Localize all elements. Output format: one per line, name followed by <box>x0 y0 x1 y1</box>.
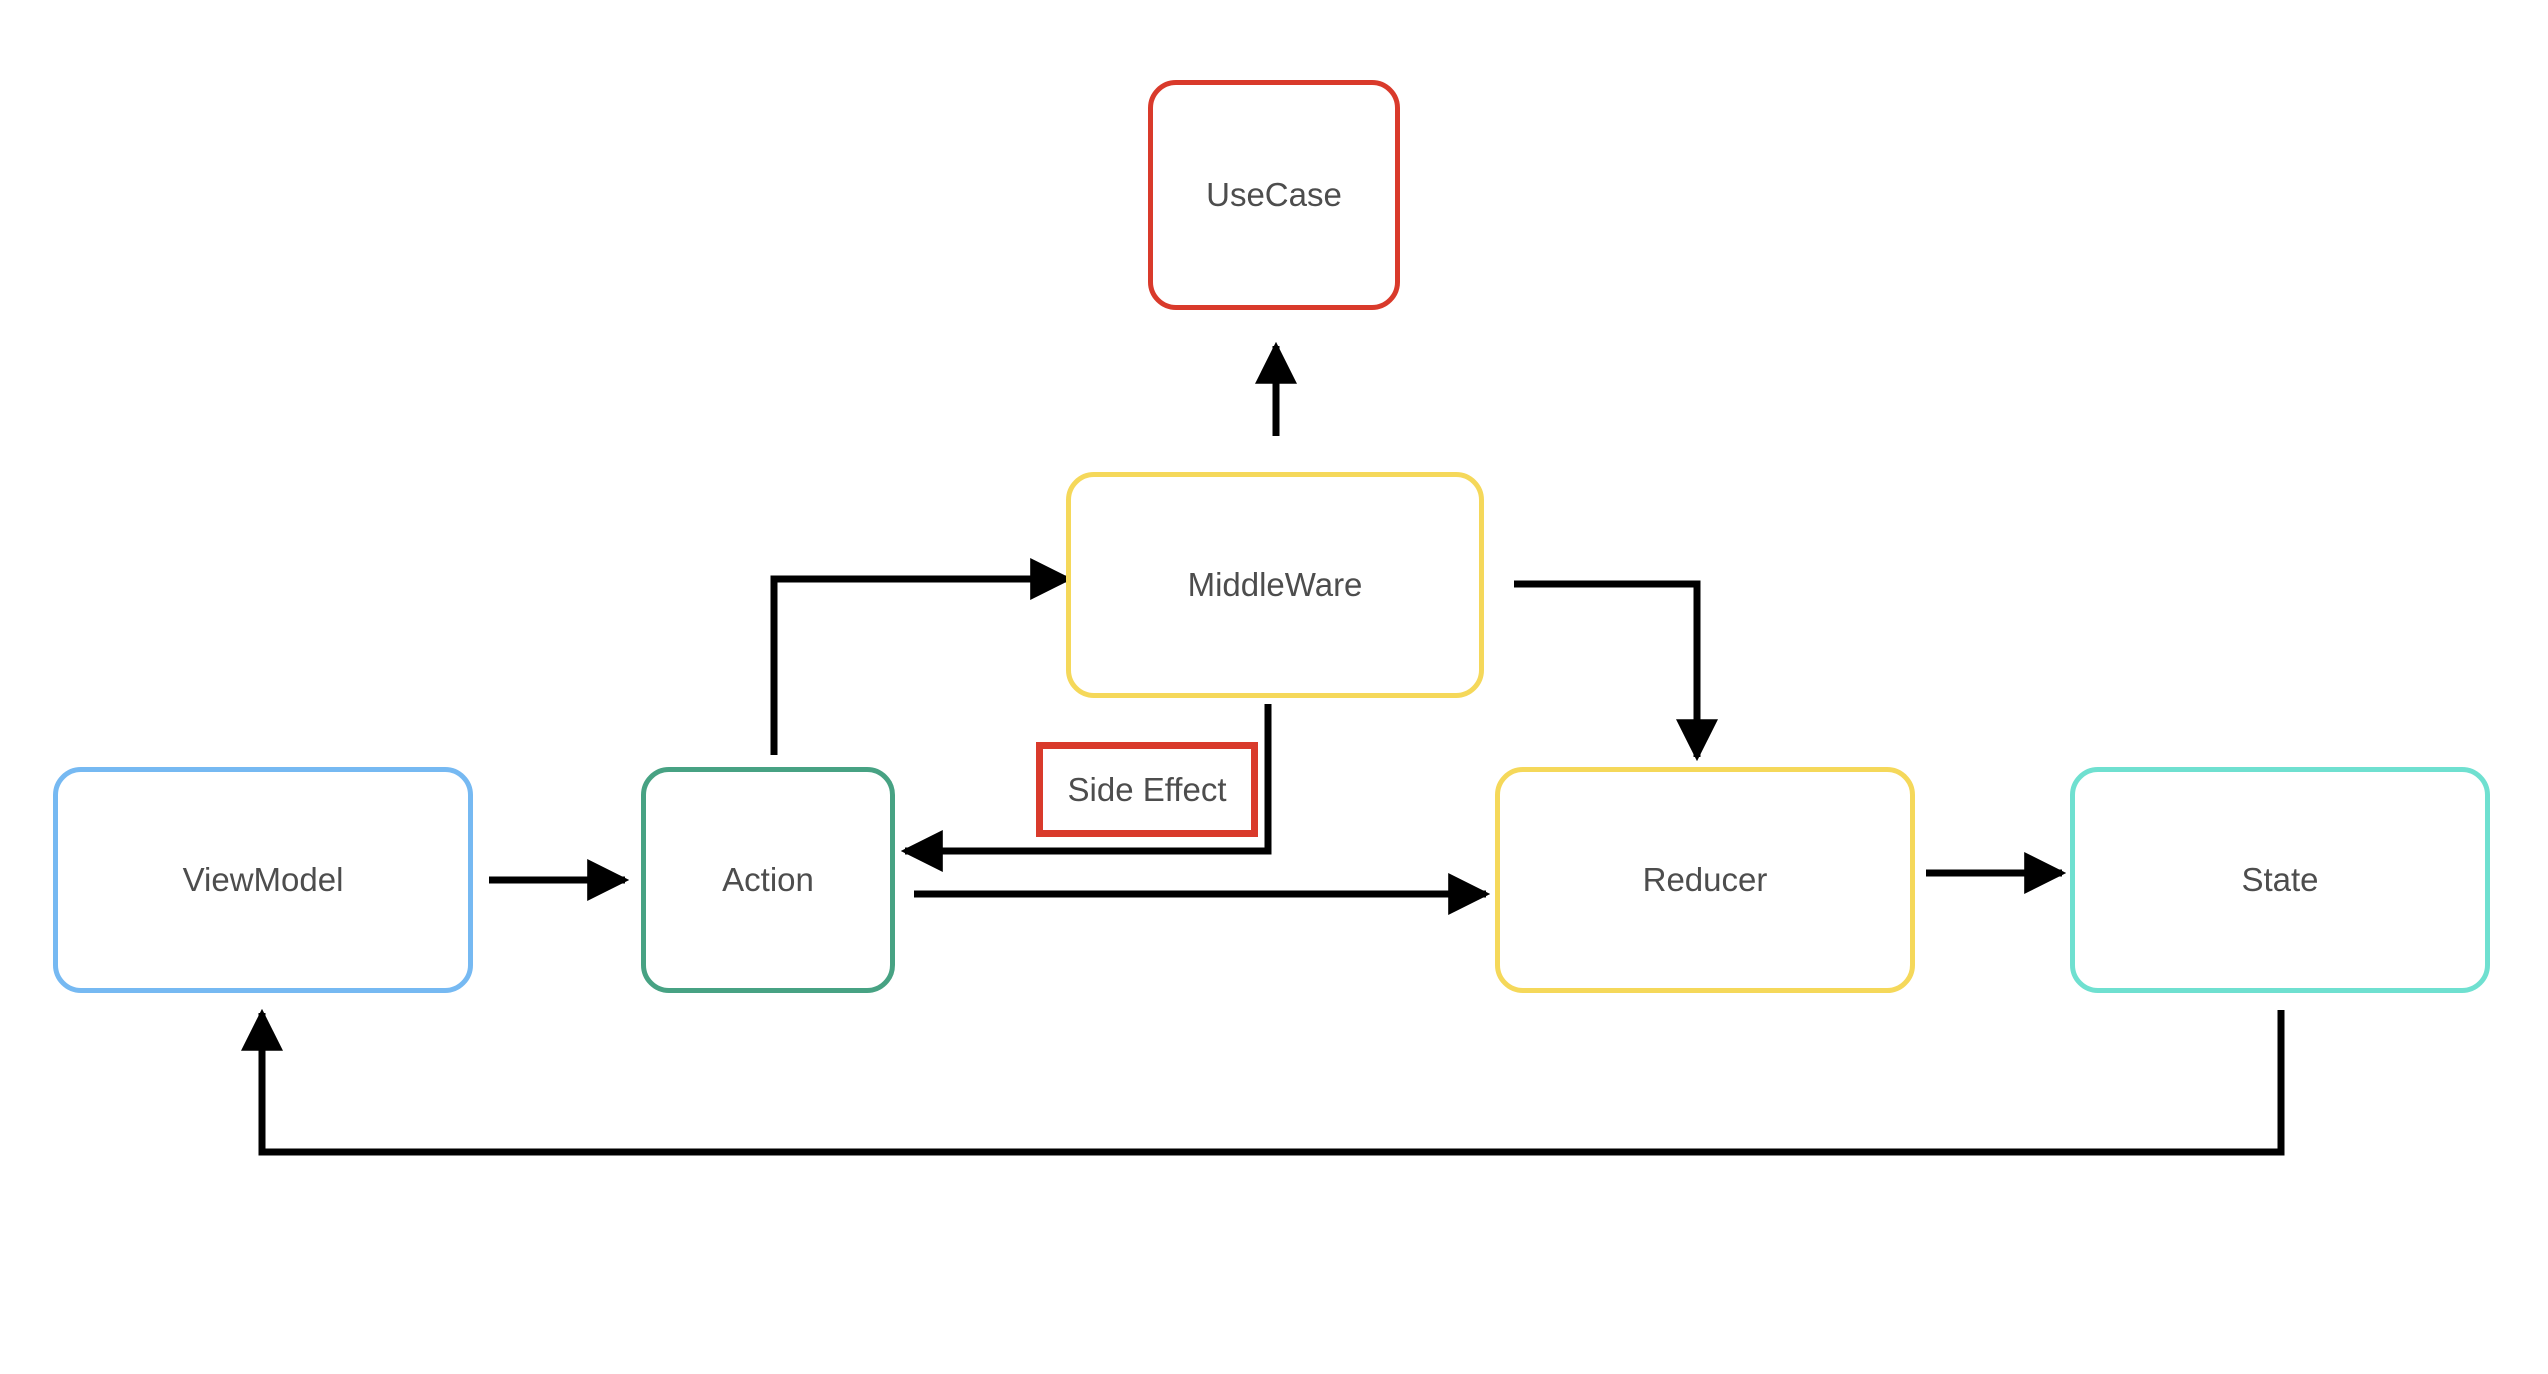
middleware-label: MiddleWare <box>1187 566 1363 603</box>
action-node: Action <box>641 767 895 993</box>
viewmodel-node: ViewModel <box>53 767 473 993</box>
edge-action-to-middleware <box>770 558 1073 755</box>
usecase-label: UseCase <box>1206 176 1342 213</box>
usecase-node: UseCase <box>1148 80 1400 310</box>
state-label: State <box>2241 861 2319 898</box>
side-effect-label: Side Effect <box>1067 770 1227 808</box>
side-effect-tag: Side Effect <box>1036 742 1258 837</box>
reducer-node: Reducer <box>1495 767 1915 993</box>
reducer-label: Reducer <box>1642 861 1768 898</box>
action-label: Action <box>722 861 814 898</box>
middleware-node: MiddleWare <box>1066 472 1484 698</box>
edge-state-to-viewmodel <box>241 1008 2285 1156</box>
viewmodel-label: ViewModel <box>182 861 344 898</box>
state-node: State <box>2070 767 2490 993</box>
edge-middleware-to-action-side-effect <box>900 704 1272 872</box>
edge-middleware-to-reducer <box>1514 580 1718 762</box>
